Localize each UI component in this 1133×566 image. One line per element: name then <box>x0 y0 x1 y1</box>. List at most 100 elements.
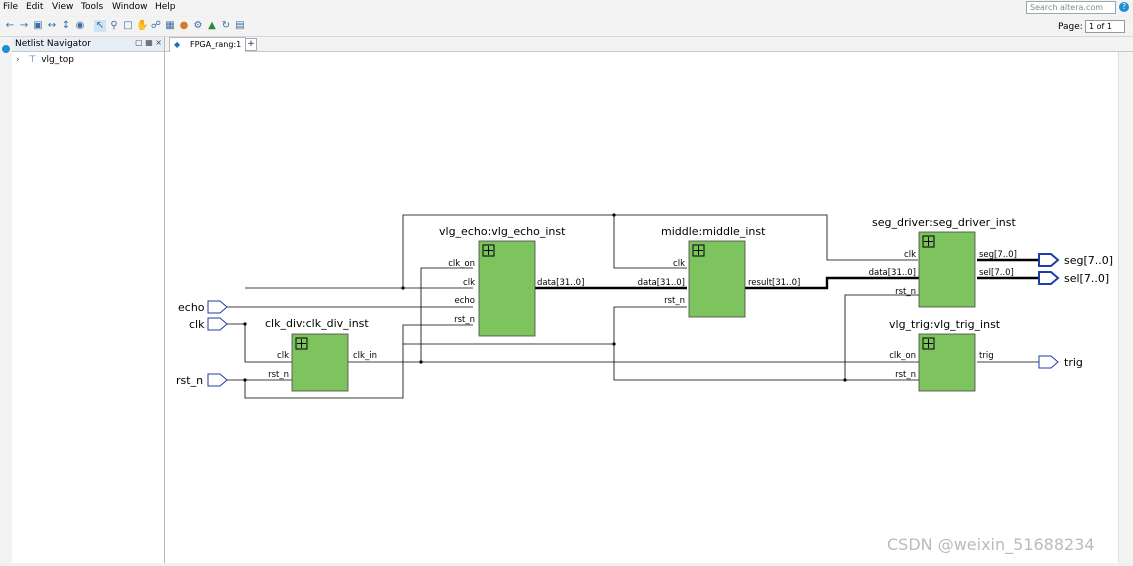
wire-clk-top-loop <box>402 214 918 288</box>
netlist-icon[interactable]: ▦ <box>165 20 175 31</box>
add-tab-button[interactable]: + <box>245 38 257 51</box>
menu-tools[interactable]: Tools <box>81 2 104 12</box>
junction-6 <box>612 342 616 346</box>
junction-2 <box>612 213 616 217</box>
filter-icon[interactable]: ▲ <box>208 20 216 31</box>
port-rstn-shape[interactable] <box>207 373 228 387</box>
pin-rst-n: rst_n <box>454 315 475 325</box>
block-body <box>291 333 349 392</box>
plus-icon <box>924 237 933 246</box>
block-clk-div[interactable]: clk_div:clk_div_inst clk rst_n clk_in <box>265 317 377 392</box>
input-ports <box>207 300 228 387</box>
export-icon[interactable]: ▤ <box>235 20 245 31</box>
pin-echo: echo <box>455 296 476 306</box>
menu-view[interactable]: View <box>52 2 74 12</box>
tab-fpga-rang[interactable]: ◆ FPGA_rang:1 <box>169 37 247 52</box>
forward-icon[interactable]: → <box>19 20 29 31</box>
page-select[interactable]: 1 of 1 <box>1085 20 1125 33</box>
menu-window[interactable]: Window <box>112 2 148 12</box>
refresh-icon[interactable]: ↻ <box>221 20 231 31</box>
junction-1 <box>401 286 405 290</box>
info-icon[interactable] <box>2 45 10 53</box>
menu-file[interactable]: File <box>3 2 19 12</box>
settings-icon[interactable]: ⚙ <box>193 20 203 31</box>
wire-rstn-to-middle <box>403 343 921 381</box>
block-title: clk_div:clk_div_inst <box>265 317 369 330</box>
block-title: middle:middle_inst <box>661 225 766 238</box>
pin-data: data[31..0] <box>638 278 685 288</box>
pin-sel: sel[7..0] <box>979 268 1014 278</box>
menu-bar: File Edit View Tools Window Help Search … <box>0 0 1133 16</box>
block-title: seg_driver:seg_driver_inst <box>872 216 1016 229</box>
binoculars-icon[interactable]: ◉ <box>75 20 85 31</box>
block-title: vlg_trig:vlg_trig_inst <box>889 318 1001 331</box>
tab-label: FPGA_rang:1 <box>190 40 242 49</box>
junction-7 <box>843 378 847 382</box>
tree-item-vlg-top[interactable]: › ⊤ vlg_top <box>16 55 74 65</box>
expand-box-icon[interactable] <box>692 244 705 257</box>
block-vlg-echo[interactable]: vlg_echo:vlg_echo_inst clk_on clk echo r… <box>439 225 584 337</box>
chevron-right-icon[interactable]: › <box>16 55 20 65</box>
close-icon[interactable]: × <box>155 38 162 47</box>
port-echo-label: echo <box>178 301 205 314</box>
block-body <box>688 240 746 318</box>
help-icon[interactable]: ? <box>1119 2 1129 12</box>
port-clk-shape[interactable] <box>207 317 228 331</box>
select-icon[interactable]: ↖ <box>94 20 106 32</box>
navigator-title: Netlist Navigator <box>15 39 91 49</box>
float-icon[interactable]: ▦ <box>145 38 153 47</box>
pin-data: data[31..0] <box>537 278 584 288</box>
wire-rstn-to-middle2 <box>613 306 687 344</box>
vertical-scrollbar[interactable] <box>1118 52 1133 563</box>
color-icon[interactable]: ● <box>179 20 189 31</box>
pin-rst-n: rst_n <box>268 370 289 380</box>
block-seg-driver[interactable]: seg_driver:seg_driver_inst clk data[31..… <box>869 216 1017 308</box>
pin-clk: clk <box>277 351 289 361</box>
expand-box-icon[interactable] <box>922 337 935 350</box>
plus-icon <box>924 339 933 348</box>
schematic-icon: ◆ <box>174 40 181 49</box>
back-icon[interactable]: ← <box>5 20 15 31</box>
schematic-canvas[interactable]: clk_div:clk_div_inst clk rst_n clk_in vl… <box>165 52 1118 563</box>
wire-rstn-loop <box>244 324 473 399</box>
expand-icon[interactable]: ↕ <box>61 20 71 31</box>
left-strip <box>0 37 12 563</box>
collapse-icon[interactable]: ↔ <box>47 20 57 31</box>
port-echo-shape[interactable] <box>207 300 228 314</box>
pin-clk: clk <box>463 278 475 288</box>
plus-icon <box>694 246 703 255</box>
schematic-svg: clk_div:clk_div_inst clk rst_n clk_in vl… <box>176 213 1113 399</box>
pin-clk: clk <box>673 259 685 269</box>
pin-icon[interactable]: ▢ <box>135 38 143 47</box>
fit-icon[interactable]: ▣ <box>33 20 43 31</box>
navigator-header: Netlist Navigator ▢ ▦ × <box>12 37 164 52</box>
bus-middle-to-seg <box>745 276 921 290</box>
menu-edit[interactable]: Edit <box>26 2 44 12</box>
block-vlg-trig[interactable]: vlg_trig:vlg_trig_inst clk_on rst_n trig <box>889 318 1001 392</box>
pin-clk-in: clk_in <box>353 351 377 361</box>
expand-box-icon[interactable] <box>295 337 308 350</box>
tree-item-label: vlg_top <box>41 55 74 65</box>
expand-box-icon[interactable] <box>482 244 495 257</box>
bus-wires <box>535 258 1039 290</box>
pin-trig: trig <box>979 351 994 361</box>
port-trig-shape[interactable] <box>1038 355 1059 369</box>
port-seg-shape[interactable] <box>1038 253 1060 267</box>
port-sel-shape[interactable] <box>1038 271 1060 285</box>
zoom-icon[interactable]: ⚲ <box>110 20 118 31</box>
pin-rst-n: rst_n <box>895 370 916 380</box>
hand-icon[interactable]: ✋ <box>136 20 149 31</box>
junction-5 <box>243 378 247 382</box>
port-rstn-label: rst_n <box>176 374 203 387</box>
menu-help[interactable]: Help <box>155 2 176 12</box>
port-sel-label: sel[7..0] <box>1064 272 1109 285</box>
search-input[interactable]: Search altera.com <box>1026 1 1116 14</box>
block-title: vlg_echo:vlg_echo_inst <box>439 225 566 238</box>
port-seg-label: seg[7..0] <box>1064 254 1113 267</box>
fit-window-icon[interactable]: □ <box>123 20 133 31</box>
expand-box-icon[interactable] <box>922 235 935 248</box>
trace-icon[interactable]: ☍ <box>150 20 162 31</box>
block-middle[interactable]: middle:middle_inst clk data[31..0] rst_n… <box>638 225 801 318</box>
toolbar: ← → ▣ ↔ ↕ ◉ ↖ ⚲ □ ✋ ☍ ▦ ● ⚙ ▲ ↻ ▤ Page: … <box>0 17 1133 37</box>
wire-clkin-to-echo <box>420 267 473 362</box>
